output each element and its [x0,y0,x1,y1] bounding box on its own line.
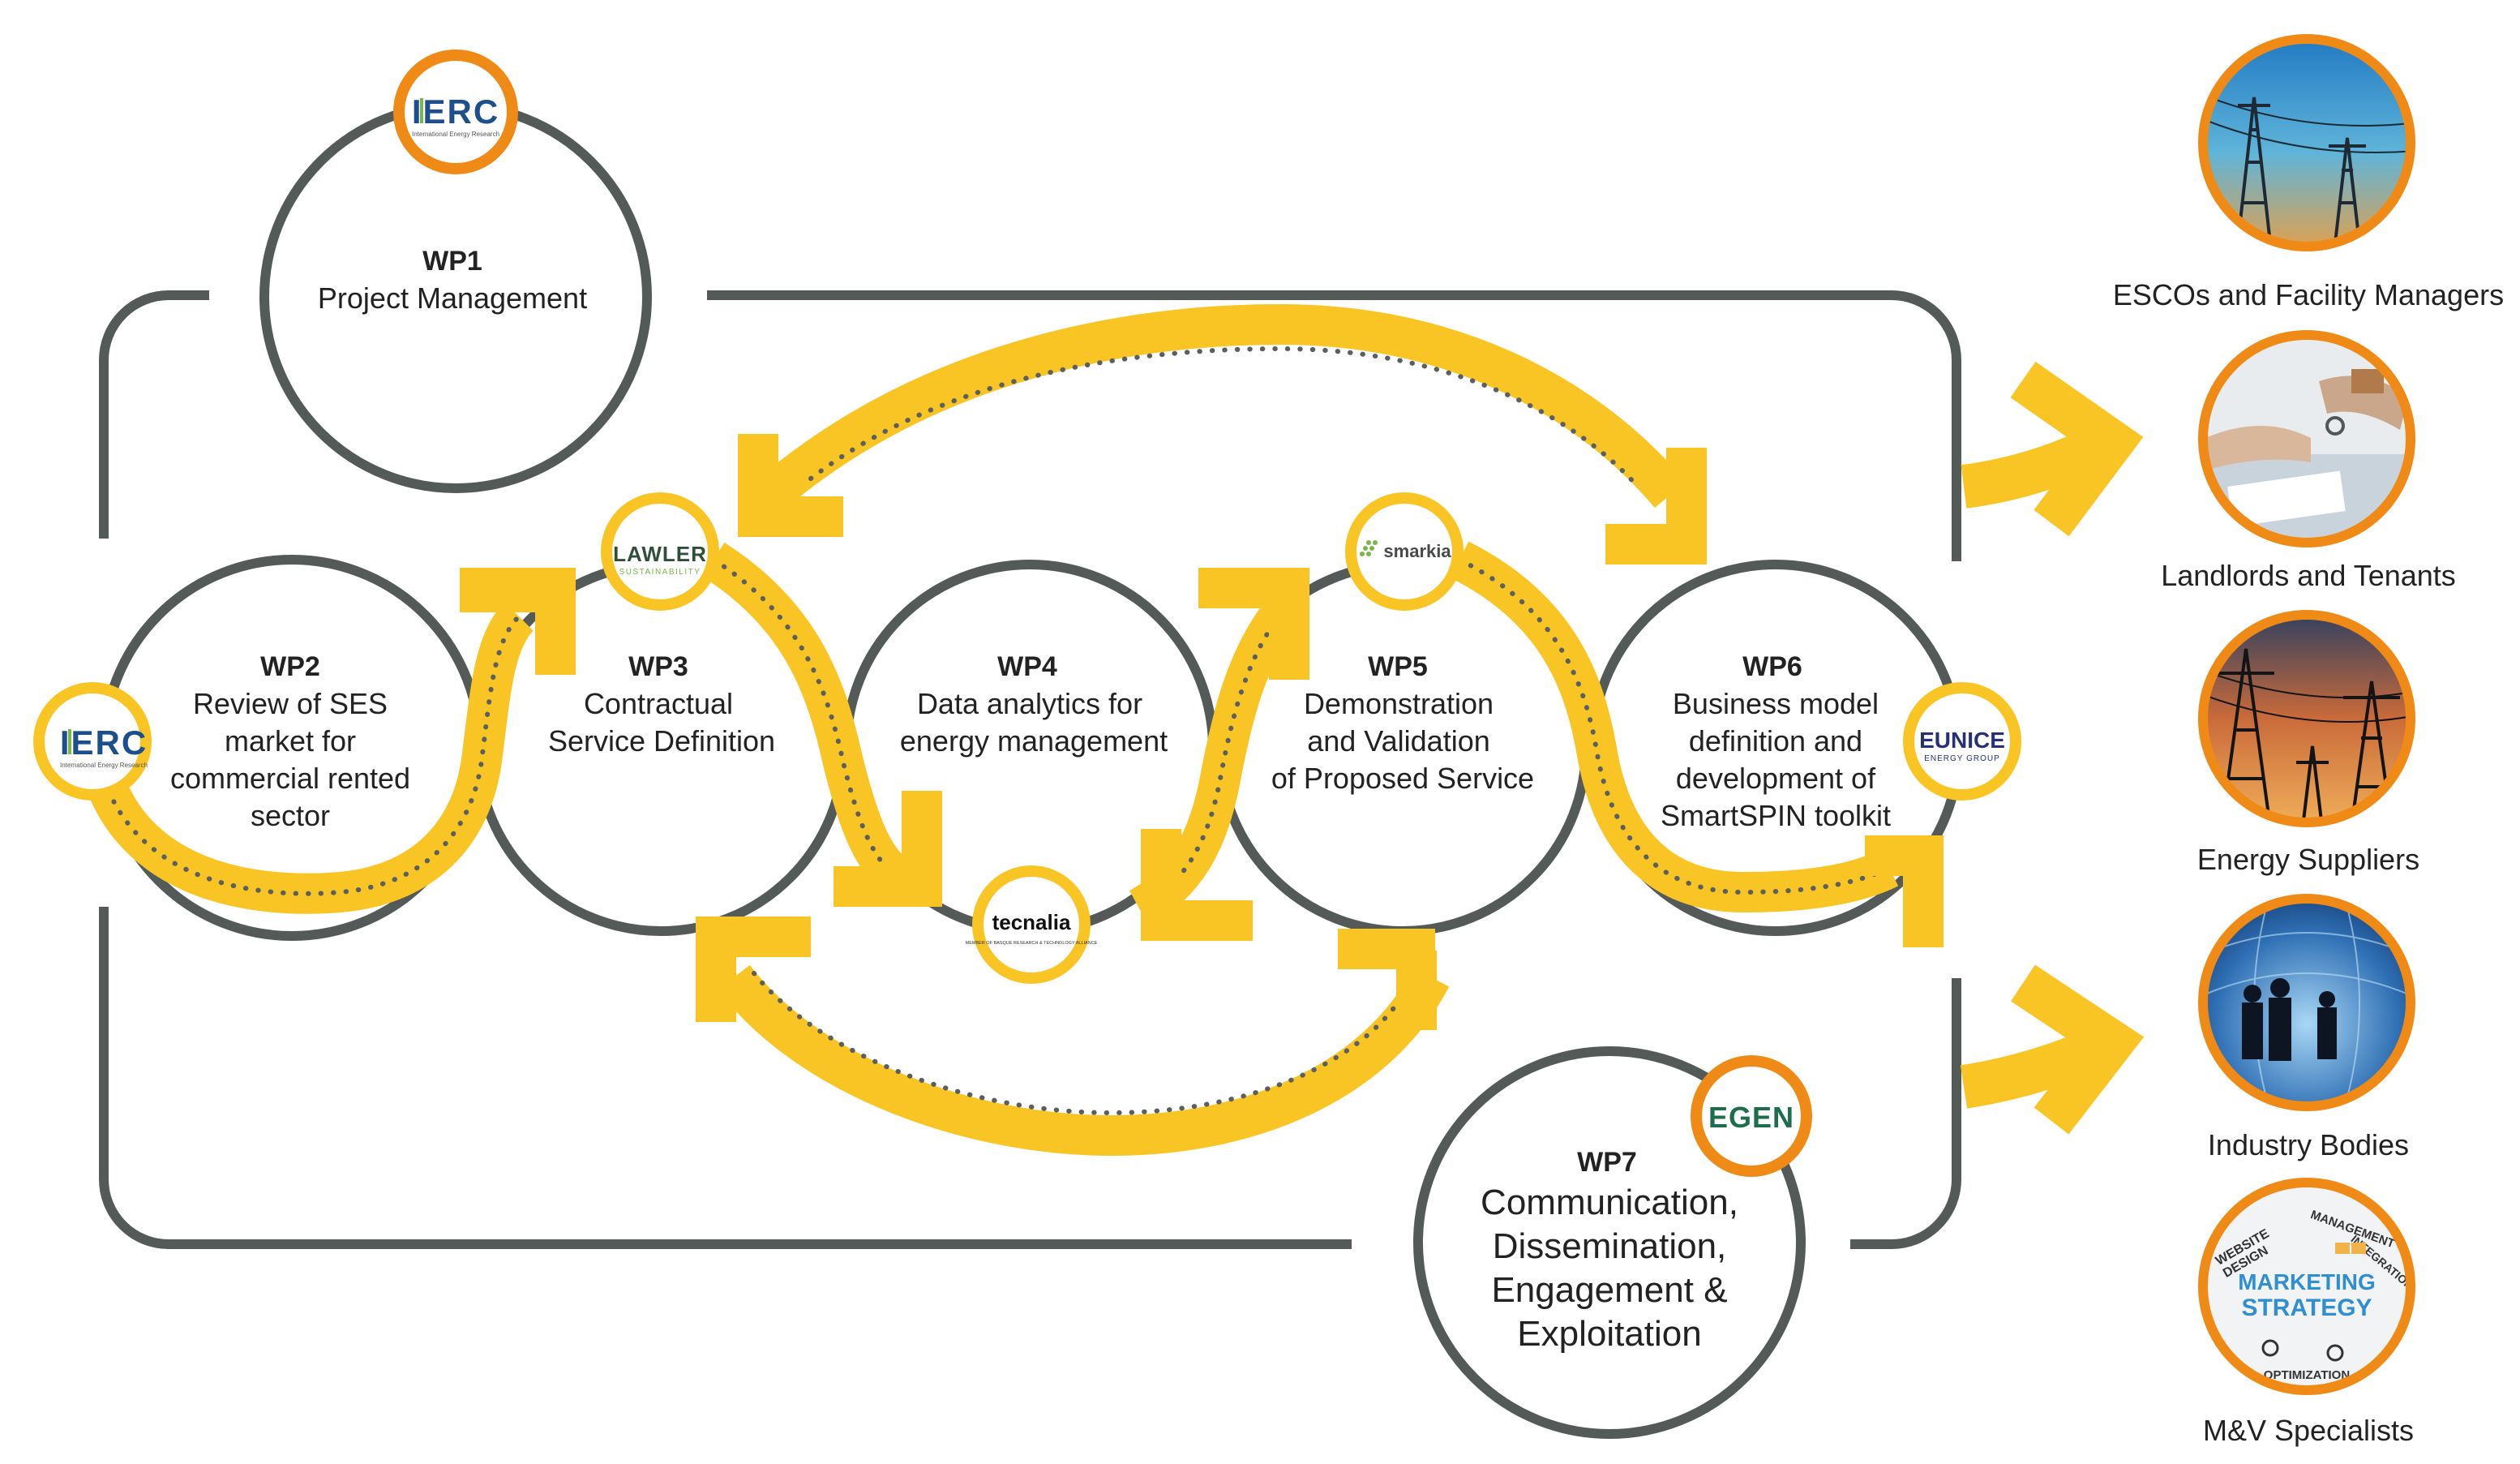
output-arrowhead-lower [2011,964,2145,1135]
egen-logo: EGEN [1691,1055,1812,1177]
output-arrowhead-upper [2010,361,2144,537]
ierc-logo: IERC International Energy Research [33,682,152,801]
svg-text:SmartSPIN toolkit: SmartSPIN toolkit [1661,799,1891,832]
svg-text:energy management: energy management [900,724,1168,758]
svg-text:Engagement &: Engagement & [1491,1270,1727,1310]
arrowhead-wp4-to-wp5 [1198,568,1309,680]
sunset-pylons-photo-icon [2198,610,2415,827]
tecnalia-logo: tecnalia MEMBER OF BASQUE RESEARCH & TEC… [966,865,1098,984]
outer-frame [99,290,1961,1249]
svg-text:WP2: WP2 [260,651,320,682]
arrowhead-bottom-right [1338,929,1437,1030]
audiences: MARKETING STRATEGY WEBSITE DESIGN MANAGE… [2113,34,2504,1447]
svg-text:LAWLER: LAWLER [613,542,707,566]
svg-text:Exploitation: Exploitation [1517,1314,1701,1354]
audience-label: ESCOs and Facility Managers [2113,278,2504,311]
arrowhead-bottom-left [696,917,811,1022]
svg-text:commercial rented: commercial rented [170,762,410,795]
flow-bottom-arc [718,964,1450,1157]
wp6-label: WP6 Business model definition and develo… [1661,651,1891,832]
audience-label: Landlords and Tenants [2161,559,2456,592]
svg-text:STRATEGY: STRATEGY [2241,1294,2372,1321]
arrowhead-top-right [1605,448,1707,565]
svg-text:EUNICE: EUNICE [1919,728,2005,753]
flow-wp3-wp4 [702,542,914,899]
svg-text:WP5: WP5 [1368,651,1428,682]
svg-text:Dissemination,: Dissemination, [1493,1226,1727,1266]
svg-text:WP4: WP4 [997,651,1057,682]
audience-label: Energy Suppliers [2197,843,2419,876]
arrowhead-wp6-out [1865,835,1944,947]
svg-text:market for: market for [225,724,356,758]
svg-text:Project Management: Project Management [318,281,587,315]
svg-text:Demonstration: Demonstration [1304,687,1494,720]
arrowhead-wp3-to-wp4 [834,791,942,907]
audience-label: Industry Bodies [2208,1128,2409,1161]
svg-text:IERC: IERC [412,92,499,131]
svg-text:MARKETING: MARKETING [2238,1269,2376,1294]
audience-label: M&V Specialists [2203,1414,2414,1447]
frame-bottom-left [99,907,1352,1249]
svg-text:smarkia: smarkia [1383,541,1451,561]
eunice-logo: EUNICE ENERGY GROUP [1903,682,2021,801]
svg-text:WP6: WP6 [1742,651,1802,682]
svg-text:WP1: WP1 [422,246,482,277]
power-lines-photo-icon [2198,34,2415,251]
svg-text:EGEN: EGEN [1708,1101,1794,1134]
flow-arrows [77,303,2145,1157]
svg-text:tecnalia: tecnalia [992,910,1071,934]
svg-text:ENERGY GROUP: ENERGY GROUP [1924,754,2000,763]
svg-text:OPTIMIZATION: OPTIMIZATION [2264,1368,2350,1382]
arrowhead-top-left [738,434,843,537]
frame-top-right [707,290,1961,561]
svg-text:IERC: IERC [60,723,148,762]
svg-text:WP3: WP3 [628,651,688,682]
svg-text:WP7: WP7 [1577,1147,1637,1178]
svg-text:International Energy Research: International Energy Research [412,131,499,138]
svg-text:Business model: Business model [1673,687,1879,720]
business-people-photo-icon [2198,894,2415,1111]
wp1-label: WP1 Project Management [318,246,587,315]
wp3-label: WP3 Contractual Service Definition [548,651,775,758]
svg-text:and Validation: and Validation [1307,724,1490,758]
wp2-label: WP2 Review of SES market for commercial … [170,651,410,832]
svg-text:SUSTAINABILITY: SUSTAINABILITY [619,568,701,577]
wp4-label: WP4 Data analytics for energy management [900,651,1168,758]
flow-top-arc [756,303,1686,511]
svg-text:development of: development of [1676,762,1876,795]
frame-top-left [99,290,209,539]
arrowhead-wp2-to-wp3 [460,568,576,675]
frame-bottom-right [1850,978,1961,1249]
handshake-keys-photo-icon [2198,330,2415,547]
wp5-label: WP5 Demonstration and Validation of Prop… [1271,651,1534,795]
arrowhead-wp5-to-wp4 [1141,829,1253,941]
svg-text:definition and: definition and [1689,724,1862,758]
smarkia-logo: smarkia [1345,492,1464,611]
svg-text:Contractual: Contractual [584,687,733,720]
svg-text:Data analytics for: Data analytics for [917,687,1142,720]
svg-text:of Proposed Service: of Proposed Service [1271,762,1534,795]
svg-text:MEMBER OF BASQUE RESEARCH & TE: MEMBER OF BASQUE RESEARCH & TECHNOLOGY A… [966,941,1098,946]
partner-badges: IERC International Energy Research IERC … [33,49,2021,1177]
svg-text:sector: sector [251,799,330,832]
ierc-logo: IERC International Energy Research [393,49,518,174]
svg-text:Review of SES: Review of SES [193,687,388,720]
marketing-strategy-photo-icon: MARKETING STRATEGY WEBSITE DESIGN MANAGE… [2198,1178,2415,1395]
lawler-logo: LAWLER SUSTAINABILITY [601,492,719,611]
wp-labels: WP1 Project Management WP2 Review of SES… [170,246,1891,1354]
svg-text:Service Definition: Service Definition [548,724,775,758]
wp7-label: WP7 Communication, Dissemination, Engage… [1481,1147,1738,1354]
svg-text:Communication,: Communication, [1481,1183,1738,1222]
svg-text:International Energy Research: International Energy Research [60,762,148,769]
